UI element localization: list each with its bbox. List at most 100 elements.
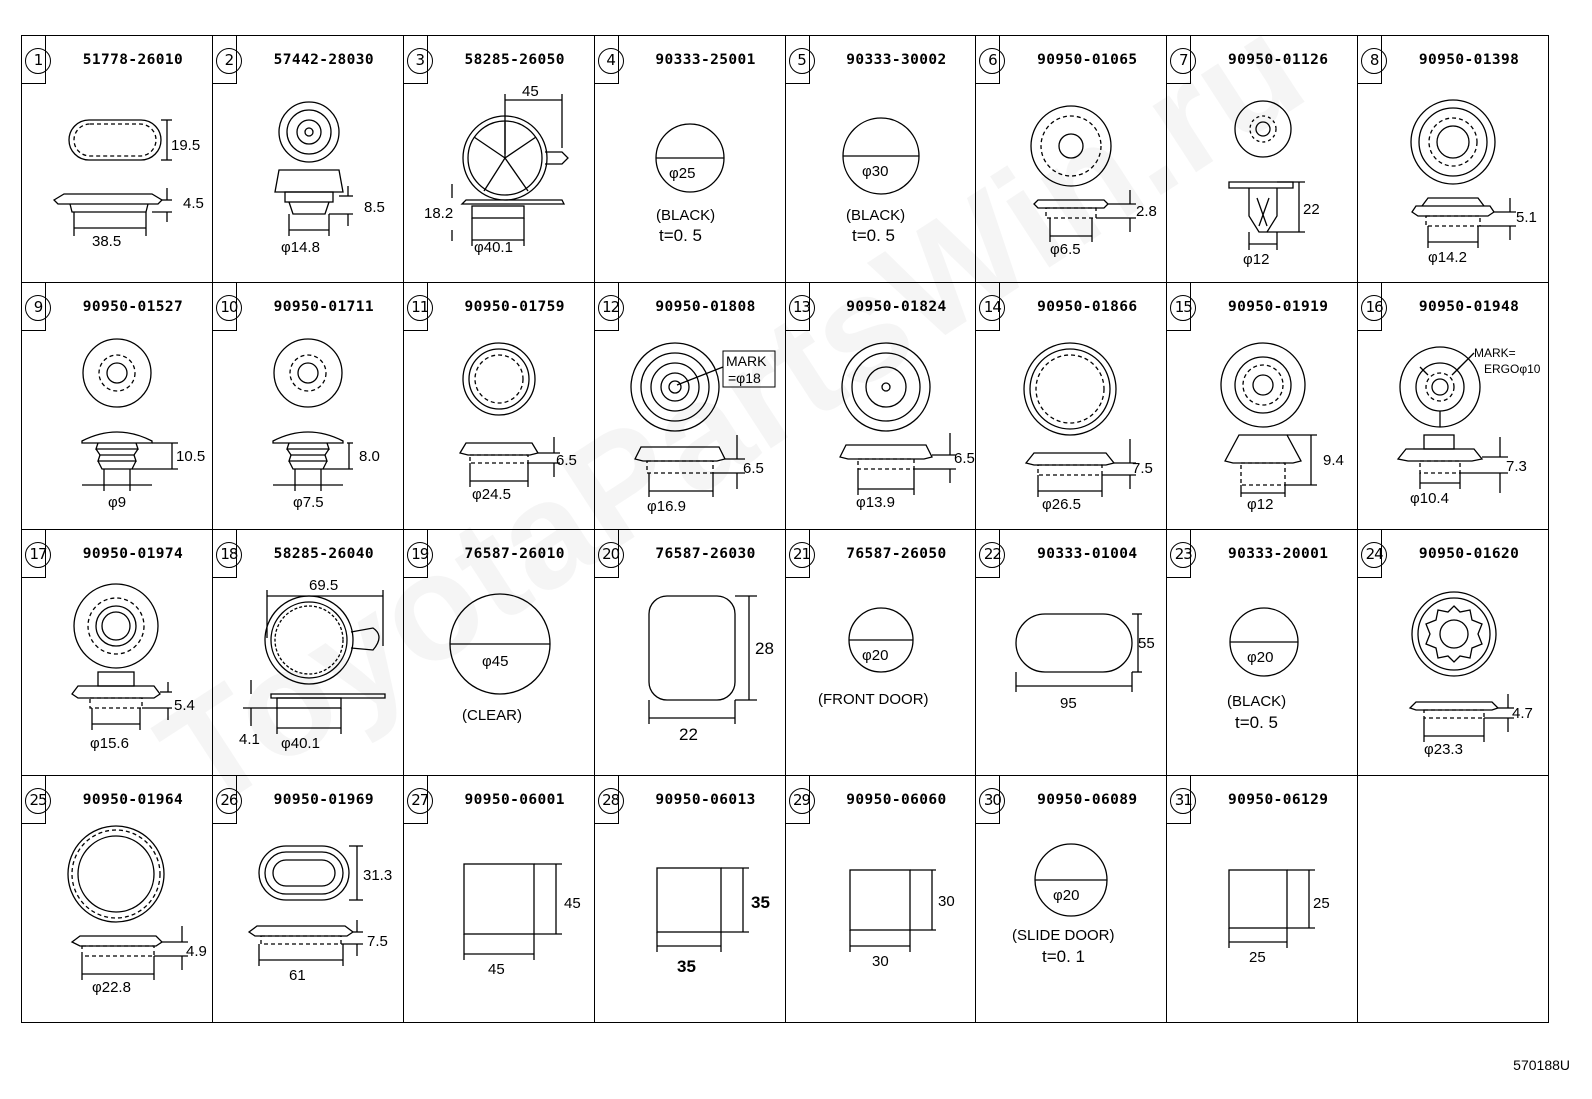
part-cell-16: 16 90950-01948 MARK= ERGOφ10 7.3 φ10.4 [1358,282,1549,530]
color-note: (BLACK) [656,207,715,224]
part-cell-18: 18 58285-26040 69.5 4.1 φ40.1 [212,529,404,777]
part-cell-27: 27 90950-06001 45 45 [403,776,595,1023]
index-number: 31 [1170,788,1197,815]
part-cell-8: 8 90950-01398 5.1 φ14.2 [1358,36,1549,283]
part-cell-31: 31 90950-06129 25 25 [1167,776,1359,1023]
grommet-drawing: 6.5 φ24.5 [458,342,577,503]
dimension-label: 4.1 [239,731,260,748]
grommet-drawing: 8.5 φ14.8 [274,101,385,256]
plug-ribbed-drawing: 8.0 φ7.5 [272,338,380,511]
part-number: 90333-25001 [655,52,756,68]
dimension-label: 4.5 [183,195,204,212]
dimension-label: 25 [1249,949,1266,966]
dimension-label: 69.5 [309,577,338,594]
dimension-label: 22 [1303,201,1320,218]
grommet-ring-drawing: 4.9 φ22.8 [67,825,207,996]
part-number: 90950-01808 [655,298,756,315]
index-number: 2 [215,48,242,74]
dimension-label: φ20 [862,647,888,664]
grommet-marked-drawing: MARK= ERGOφ10 7.3 φ10.4 [1396,346,1541,507]
dimension-label: φ24.5 [472,486,511,503]
part-number: 90950-01974 [82,545,184,562]
index-number: 13 [788,294,815,321]
part-cell-1: 1 51778-26010 19.5 4.5 38.5 [22,36,213,283]
dimension-label: 45 [564,895,581,912]
part-cell-30: 30 90950-06089 φ20 (SLIDE DOOR) t=0. 1 [976,776,1168,1023]
dimension-label: 18.2 [424,205,453,222]
dimension-label: φ9 [108,494,126,511]
dimension-label: φ20 [1053,887,1079,904]
dimension-label: φ10.4 [1410,490,1449,507]
index-number: 11 [406,294,433,321]
dimension-label: 19.5 [171,137,200,154]
part-cell-4: 4 90333-25001 φ25 (BLACK) t=0. 5 [594,36,786,283]
hole-cover-tab-drawing: 69.5 4.1 φ40.1 [239,577,386,752]
dimension-label: 95 [1060,695,1077,712]
part-number: 90950-01948 [1418,298,1520,315]
mark-label: =φ18 [728,370,761,386]
part-number: 90950-01711 [273,298,375,315]
dimension-label: 8.5 [364,199,385,216]
seal-rectangular-drawing: 28 22 [647,594,774,744]
thickness-note: t=0. 5 [659,226,702,245]
dimension-label: 7.5 [1132,460,1153,477]
dimension-label: 31.3 [363,867,392,884]
index-number: 20 [597,541,624,568]
index-number: 14 [979,294,1006,321]
dimension-label: 5.4 [174,697,195,714]
plug-round-drawing: φ20 (BLACK) t=0. 5 [1227,606,1299,732]
index-number: 10 [215,294,242,321]
dimension-label: 6.5 [954,450,975,467]
part-cell-2: 2 57442-28030 8.5 φ14.8 [212,36,404,283]
part-number: 76587-26010 [464,545,565,562]
plug-ribbed-drawing: 10.5 φ9 [81,338,205,511]
dimension-label: 8.0 [359,448,380,465]
part-number: 90950-01824 [846,298,947,315]
part-cell-26: 26 90950-01969 31.3 7.5 61 [212,776,404,1023]
seal-square-drawing: 25 25 [1228,869,1330,966]
part-cell-20: 20 76587-26030 28 22 [594,529,786,777]
part-cell-7: 7 90950-01126 22 φ12 [1167,36,1359,283]
part-number: 90950-06089 [1037,792,1138,809]
dimension-label: 25 [1313,895,1330,912]
part-number: 90950-06129 [1227,792,1329,809]
dimension-label: 4.9 [186,943,207,960]
dimension-label: 2.8 [1136,203,1157,220]
part-cell-19: 19 76587-26010 φ45 (CLEAR) [403,529,595,777]
color-note: (BLACK) [846,207,905,224]
dimension-label: φ14.8 [281,239,320,256]
dimension-label: 7.5 [367,933,388,950]
seal-oval-drawing: 55 95 [1015,612,1155,712]
dimension-label: φ15.6 [90,735,129,752]
grommet-marked-drawing: MARK =φ18 6.5 φ16.9 [629,342,776,515]
index-number: 15 [1170,294,1197,321]
grommet-drawing: 7.5 φ26.5 [1023,342,1153,513]
dimension-label: φ20 [1247,649,1273,666]
index-number: 3 [406,48,433,74]
clip-drawing: 22 φ12 [1228,100,1320,268]
index-number: 28 [597,788,624,815]
material-note: (CLEAR) [462,707,522,724]
part-cell-22: 22 90333-01004 55 95 [976,529,1168,777]
grommet-star-drawing: 4.7 φ23.3 [1408,590,1533,758]
index-number: 24 [1361,541,1388,568]
grommet-oval-drawing: 31.3 7.5 61 [247,845,392,984]
index-number: 25 [25,788,51,815]
part-cell-10: 10 90950-01711 8.0 φ7.5 [212,282,404,530]
dimension-label: 30 [938,893,955,910]
part-number: 76587-26030 [655,545,756,562]
grommet-drawing: 2.8 φ6.5 [1030,105,1157,258]
part-cell-25: 25 90950-01964 4.9 φ22.8 [22,776,213,1023]
grommet-drawing: 5.4 φ15.6 [71,582,195,752]
part-cell-29: 29 90950-06060 30 30 [785,776,977,1023]
part-number: 76587-26050 [846,545,947,562]
dimension-label: 61 [289,967,306,984]
index-number: 8 [1361,48,1388,74]
dimension-label: φ16.9 [647,498,686,515]
location-note: (FRONT DOOR) [818,691,929,708]
part-number: 90333-30002 [846,52,947,68]
part-cell-28: 28 90950-06013 35 35 [594,776,786,1023]
index-number: 4 [597,48,624,74]
location-note: (SLIDE DOOR) [1012,927,1115,944]
part-number: 51778-26010 [82,52,184,68]
